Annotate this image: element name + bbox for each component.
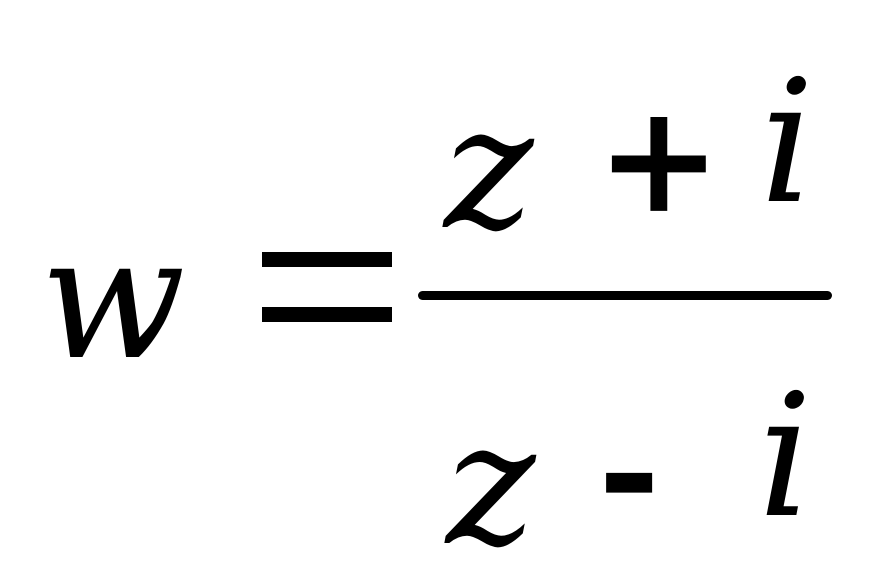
numerator-imaginary-unit: i — [760, 44, 815, 242]
denominator-variable-z: z — [446, 386, 536, 584]
formula-lhs-variable: w — [40, 200, 186, 398]
fraction-bar — [418, 291, 832, 300]
numerator-variable-z: z — [444, 70, 534, 268]
numerator-operator: + — [596, 71, 722, 247]
equals-sign-bottom-bar — [262, 307, 392, 322]
equals-sign-top-bar — [262, 252, 392, 267]
denominator-operator: - — [598, 383, 661, 559]
denominator-imaginary-unit: i — [758, 358, 813, 556]
